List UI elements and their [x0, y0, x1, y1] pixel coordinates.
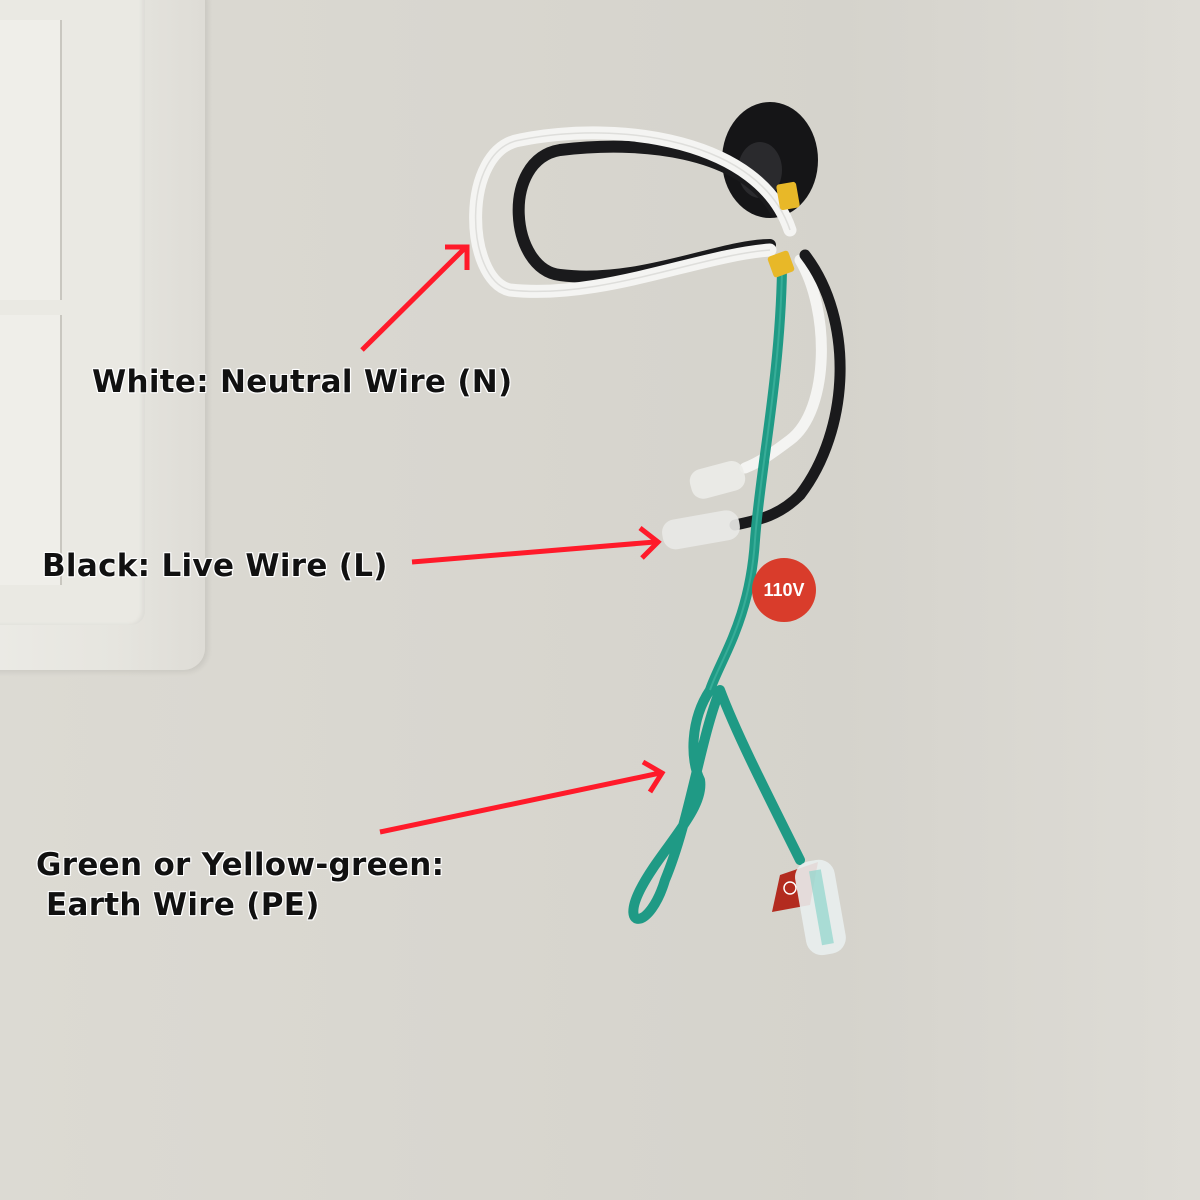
earth-wire-connector	[772, 859, 846, 956]
arrow-to-neutral-wire	[360, 244, 470, 352]
neutral-wire-connector	[689, 460, 746, 499]
switch-frame	[0, 0, 145, 625]
earth-wire-label-line1: Green or Yellow-green:	[36, 847, 445, 883]
yellow-cable-clip	[776, 181, 800, 211]
yellow-cable-clip	[767, 250, 795, 278]
live-wire-label: Black: Live Wire (L)	[42, 548, 388, 584]
wall-switch-plate	[0, 0, 205, 670]
earth-wire-label-line2: Earth Wire (PE)	[46, 887, 320, 924]
live-wire-connector	[662, 510, 740, 550]
arrow-to-live-wire	[411, 526, 662, 565]
neutral-wire-label: White: Neutral Wire (N)	[92, 364, 513, 400]
black-wire	[729, 249, 846, 531]
switch-key-bottom	[0, 315, 62, 585]
earth-wire-label: Green or Yellow-green: Earth Wire (PE)	[36, 845, 444, 926]
arrow-to-earth-wire	[379, 759, 666, 835]
switch-key-top	[0, 20, 62, 300]
voltage-badge: 110V	[752, 558, 816, 622]
